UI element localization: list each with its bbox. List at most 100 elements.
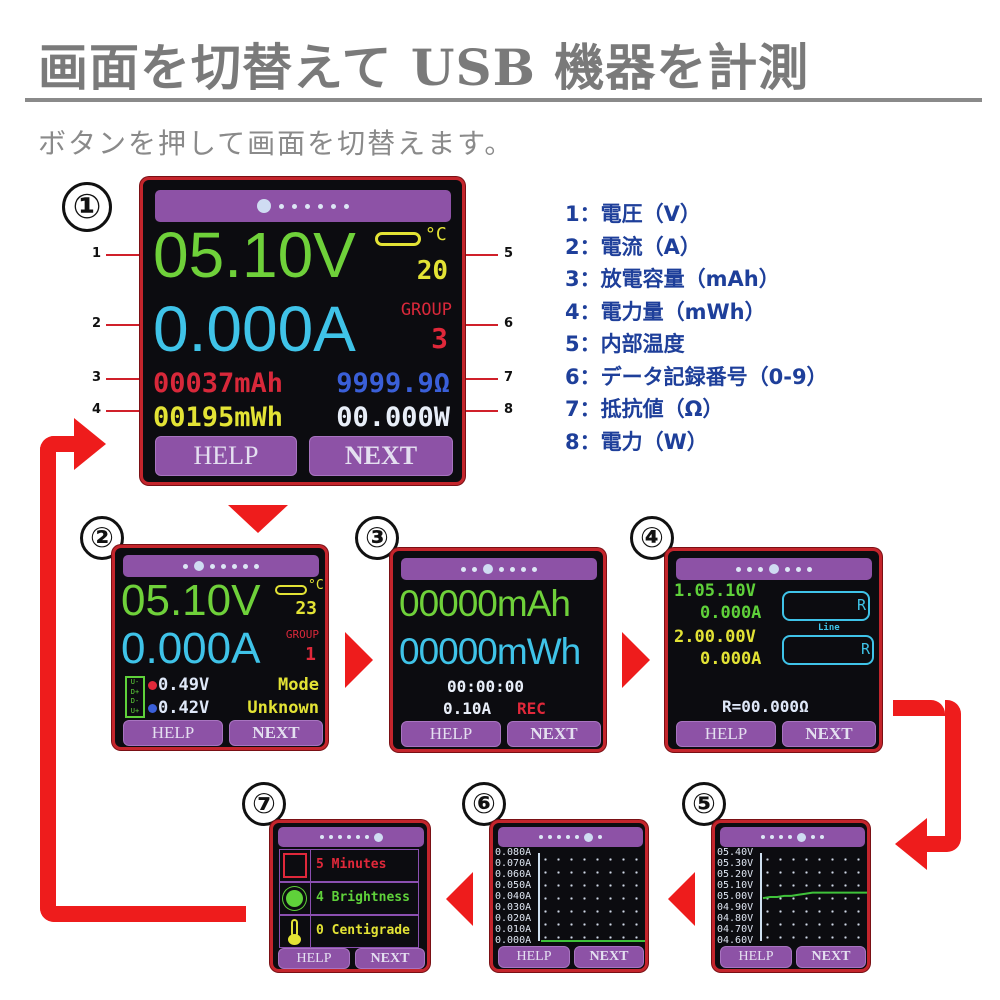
page-dot [461,566,466,572]
group-number: 3 [431,322,448,355]
page-dot [557,835,561,839]
page-dot [355,835,360,839]
power-readout: 00.000W [336,402,450,433]
step-marker-1: ① [62,182,112,232]
arrow-left-icon [895,818,927,870]
next-button[interactable]: NEXT [574,946,644,968]
capacity-readout: 00037mAh [153,368,284,399]
y-tick-label: 05.10V [717,880,754,891]
temp-unit: °C [308,578,324,593]
line2-voltage: 2.00.00V [674,627,756,647]
setting-row-brightness[interactable]: 4 Brightness [279,882,419,915]
arrow-right-icon [345,632,373,688]
page-dot [183,563,188,569]
next-button[interactable]: NEXT [796,946,866,968]
loop-arrow-segment [893,700,945,716]
page-dot-active [257,199,271,213]
y-tick-label: 0.010A [495,924,532,935]
page-indicator [278,827,424,847]
loop-arrow-segment [40,906,246,922]
page-dot [305,203,310,209]
y-tick-label: 04.60V [717,935,754,946]
chart-plot [538,853,645,942]
resistance-readout: 9999.9Ω [336,368,450,399]
current-readout: 0.000A [153,293,356,365]
group-number: 1 [305,644,316,665]
energy-readout: 00000mWh [399,631,581,672]
next-button[interactable]: NEXT [309,436,453,476]
help-button[interactable]: HELP [720,946,792,968]
help-button[interactable]: HELP [155,436,297,476]
y-tick-label: 0.060A [495,869,532,880]
page-dot [344,203,349,209]
mode-label: Mode [278,675,319,695]
setting-row-temperature-unit[interactable]: 0 Centigrade [279,915,419,948]
legend-item: 8：電力（W） [565,429,708,454]
sun-icon [286,890,303,907]
threshold-readout: 0.10A [443,699,492,718]
help-button[interactable]: HELP [278,948,350,969]
page-dot [736,566,741,572]
y-tick-label: 04.90V [717,902,754,913]
page-dot [521,566,526,572]
y-tick-label: 0.050A [495,880,532,891]
callout-6: 6 [504,316,514,331]
page-subtitle: ボタンを押して画面を切替えます。 [38,127,515,160]
y-tick-label: 0.000A [495,935,532,946]
timer-readout: 00:00:00 [447,677,525,696]
help-button[interactable]: HELP [123,720,223,746]
next-button[interactable]: NEXT [355,948,425,969]
voltage-readout: 05.10V [153,219,356,291]
page-dot [761,835,765,839]
page-dot [331,203,336,209]
page-dot [254,563,259,569]
page-dot [346,835,351,839]
next-button[interactable]: NEXT [229,720,323,746]
mode-value: Unknown [247,698,319,718]
arrow-down-icon [228,505,288,533]
y-tick-label: 0.020A [495,913,532,924]
y-tick-label: 0.080A [495,847,532,858]
setting-value: 5 Minutes [316,857,387,872]
chart-plot [760,853,867,941]
arrow-right-icon [622,632,650,688]
help-button[interactable]: HELP [676,721,776,747]
setting-row-timeout[interactable]: 5 Minutes [279,849,419,882]
legend-item: 6：データ記録番号（0-9） [565,364,828,389]
page-dot [532,566,537,572]
help-button[interactable]: HELP [498,946,570,968]
step-marker-7: ⑦ [242,782,286,826]
legend-item: 4：電力量（mWh） [565,299,766,324]
screen-1-main: 05.10V °C 20 0.000A GROUP 3 00037mAh 999… [140,177,465,485]
next-button[interactable]: NEXT [507,721,601,747]
group-label: GROUP [285,628,319,641]
legend-item: 7：抵抗値（Ω） [565,397,724,421]
loop-arrow-segment [40,436,76,452]
pin-label: U- [130,678,140,686]
page-dot [328,835,333,839]
thermometer-icon [275,585,307,595]
callout-4: 4 [92,402,102,417]
loop-arrow-segment [40,436,56,922]
y-tick-label: 0.030A [495,902,532,913]
chart-grid [539,853,645,941]
legend-item: 5：内部温度 [565,332,685,356]
page-title: 画面を切替えて USB 機器を計測 [38,38,810,97]
help-button[interactable]: HELP [401,721,501,747]
page-dot [598,835,602,839]
page-dot-active [194,561,204,571]
setting-value: 4 Brightness [316,890,410,905]
next-button[interactable]: NEXT [782,721,876,747]
legend-item: 2：電流（A） [565,234,701,259]
page-dot [811,835,815,839]
line2-current: 0.000A [700,649,762,669]
thermometer-icon [375,232,421,246]
page-dot [243,563,248,569]
page-dot [758,566,763,572]
page-dot [820,835,824,839]
temperature-readout: 20 [416,256,448,286]
y-tick-label: 05.40V [717,847,754,858]
